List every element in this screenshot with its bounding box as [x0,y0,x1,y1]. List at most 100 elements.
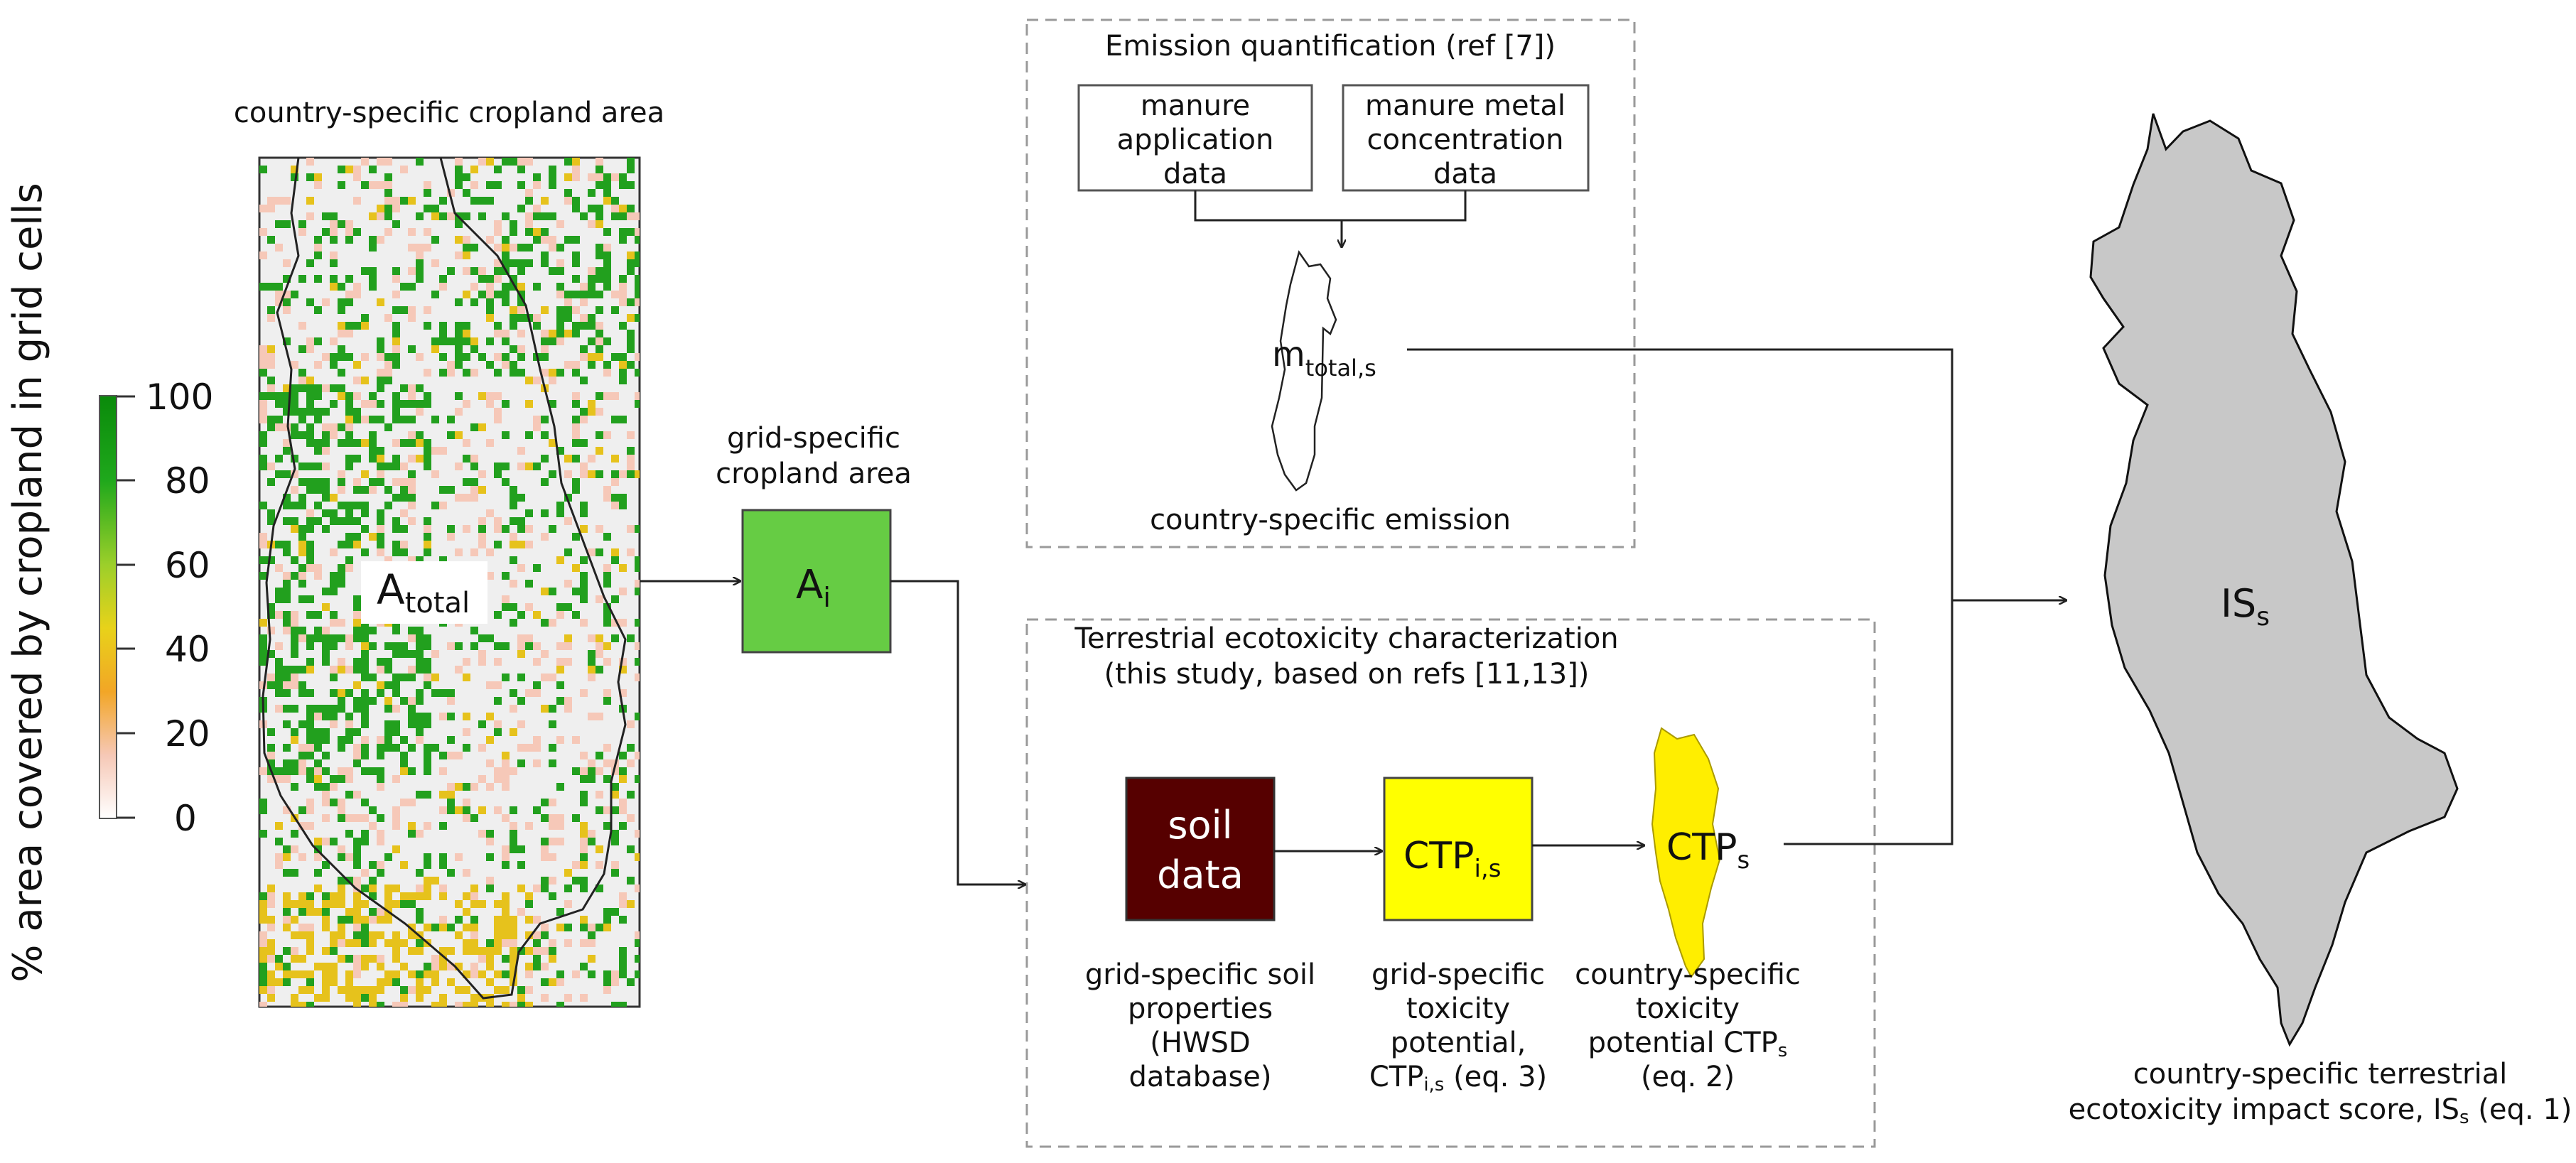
cropland-cell [369,486,377,494]
cropland-cell [361,963,369,970]
cropland-cell [338,369,345,377]
cropland-cell [259,361,267,369]
cropland-cell [353,634,361,642]
cropland-cell [556,978,564,986]
cropland-cell [424,767,431,775]
cropland-cell [338,877,345,885]
colorbar-tick-label: 60 [165,545,210,586]
cropland-cell [298,986,306,994]
cropland-cell [596,767,603,775]
cropland-cell [572,306,580,314]
cropland-cell [267,681,275,689]
cropland-cell [377,861,384,869]
cropland-cell [447,697,455,705]
cropland-cell [259,642,267,650]
ctp-is-caption: grid-specific toxicity potential, CTPi,s… [1369,958,1547,1096]
cropland-cell [596,291,603,298]
cropland-cell [400,939,408,947]
cropland-cell [330,361,338,369]
cropland-cell [627,744,635,752]
cropland-cell [470,267,478,275]
cropland-cell [377,783,384,791]
cropland-cell [338,564,345,572]
cropland-cell [541,455,549,463]
cropland-cell [267,517,275,525]
cropland-cell [549,439,556,447]
cropland-cell [619,361,627,369]
cropland-cell [580,689,588,697]
cropland-cell [564,236,572,244]
cropland-cell [416,689,424,697]
cropland-cell [447,533,455,541]
cropland-cell [400,400,408,408]
cropland-cell [478,658,486,666]
cropland-cell [447,806,455,814]
cropland-cell [596,173,603,181]
cropland-cell [361,181,369,189]
cropland-cell [314,408,322,416]
cropland-cell [408,455,416,463]
cropland-cell [267,885,275,892]
cropland-cell [377,337,384,345]
cropland-cell [431,955,439,963]
cropland-cell [619,767,627,775]
cropland-cell [517,634,525,642]
cropland-cell [345,439,353,447]
cropland-cell [564,924,572,931]
cropland-cell [322,963,330,970]
cropland-cell [408,244,416,251]
cropland-cell [416,970,424,978]
cropland-cell [377,181,384,189]
cropland-cell [510,486,517,494]
cropland-cell [361,924,369,931]
cropland-cell [400,494,408,502]
cropland-cell [400,166,408,173]
ctp-s-connector [1784,600,1953,845]
cropland-cell [283,705,291,713]
cropland-cell [338,916,345,924]
cropland-cell [275,978,283,986]
cropland-cell [572,392,580,400]
cropland-cell [361,885,369,892]
cropland-cell [377,470,384,478]
cropland-cell [455,900,463,908]
cropland-cell [486,955,494,963]
cropland-cell [306,377,314,384]
cropland-cell [353,361,361,369]
cropland-cell [580,470,588,478]
cropland-cell [369,908,377,916]
cropland-cell [424,369,431,377]
cropland-cell [298,541,306,548]
cropland-cell [603,619,611,627]
cropland-cell [424,658,431,666]
cropland-cell [494,931,502,939]
cropland-cell [267,892,275,900]
cropland-cell [424,744,431,752]
cropland-cell [502,337,510,345]
cropland-cell [525,580,533,588]
cropland-cell [455,330,463,337]
cropland-cell [306,720,314,728]
ai-box [741,509,892,654]
cropland-cell [431,416,439,423]
cropland-cell [424,322,431,330]
cropland-cell [596,642,603,650]
cropland-cell [533,681,541,689]
cropland-cell [369,236,377,244]
cropland-cell [400,892,408,900]
cropland-cell [314,744,322,752]
cropland-cell [627,361,635,369]
ctp-is-box [1383,777,1534,921]
cropland-cell [502,674,510,681]
cropland-cell [627,548,635,556]
cropland-cell [369,267,377,275]
cropland-cell [345,689,353,697]
cropland-cell [603,283,611,291]
cropland-cell [619,502,627,509]
cropland-cell [345,330,353,337]
cropland-cell [330,674,338,681]
cropland-cell [345,908,353,916]
cropland-cell [455,986,463,994]
cropland-cell [627,814,635,822]
cropland-cell [447,799,455,806]
